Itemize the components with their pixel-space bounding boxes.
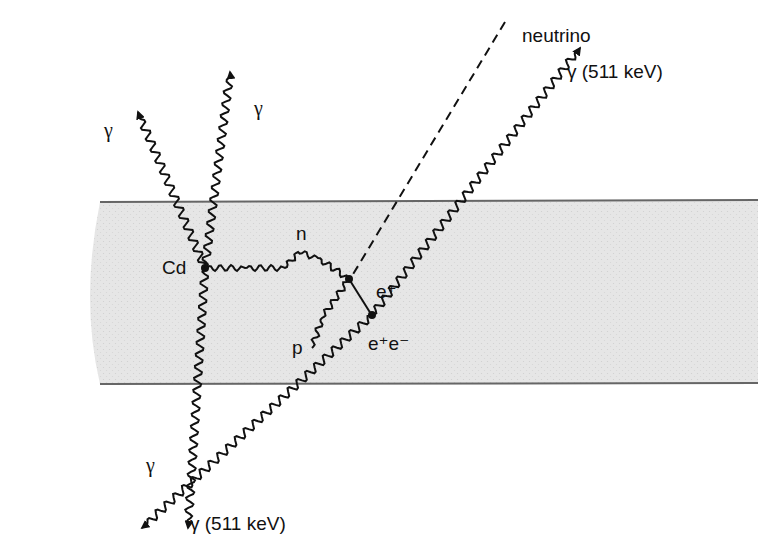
annotation-label: e⁺e⁻ bbox=[368, 334, 409, 353]
proton-path bbox=[312, 279, 349, 348]
neutron-path bbox=[205, 251, 349, 279]
annotation-label: γ bbox=[254, 98, 263, 118]
detector-boundary bbox=[100, 200, 758, 202]
detector-volume bbox=[90, 200, 758, 384]
annotation-label: γ (511 keV) bbox=[567, 62, 663, 81]
annotation-label: p bbox=[292, 338, 303, 357]
gamma-ray bbox=[142, 315, 372, 528]
annotation-label: Cd bbox=[162, 258, 186, 277]
gamma-ray bbox=[138, 112, 206, 268]
gamma-ray bbox=[203, 72, 232, 268]
gamma-ray bbox=[372, 48, 580, 315]
annotation-label: γ bbox=[146, 455, 155, 475]
annotation-label: neutrino bbox=[522, 26, 591, 45]
gamma-ray bbox=[185, 268, 208, 528]
annotation-label: e⁺ bbox=[376, 282, 397, 301]
annotation-label: n bbox=[296, 224, 307, 243]
positron-track bbox=[349, 279, 371, 314]
annotation-label: γ (511 keV) bbox=[190, 514, 286, 533]
annotation-label: γ bbox=[104, 120, 113, 140]
